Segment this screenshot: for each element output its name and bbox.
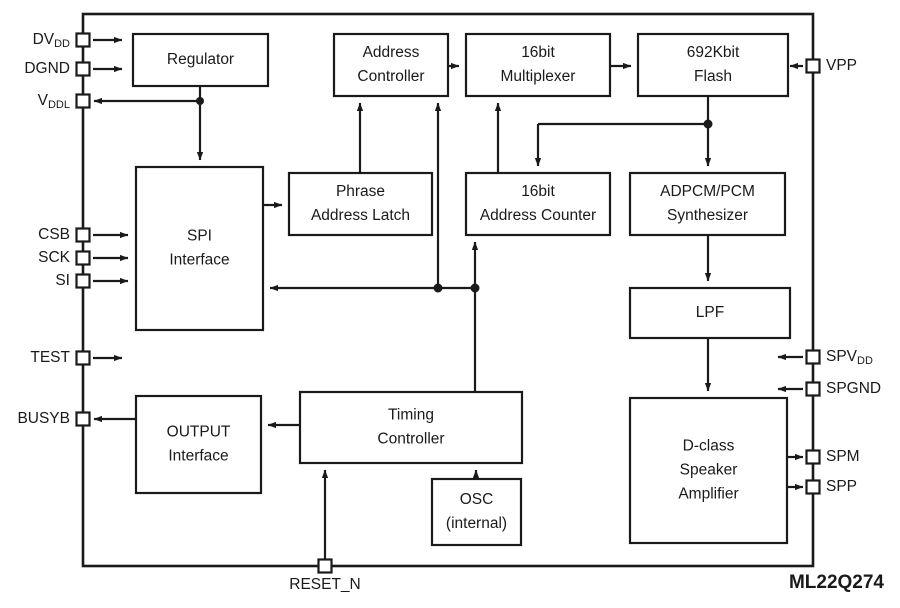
chip-outline [81, 12, 815, 568]
block-label-phrase_latch: Phrase [336, 183, 385, 200]
block-label-regulator: Regulator [167, 51, 234, 68]
pin-vpp[interactable]: VPP [805, 57, 858, 74]
block-lpf[interactable]: LPF [628, 286, 792, 340]
block-rect-regulator [131, 32, 270, 88]
pin-label-reset_n: RESET_N [289, 576, 361, 593]
block-label-adpcm_pcm: ADPCM/PCM [660, 183, 755, 200]
pin-square-reset_n [317, 558, 333, 574]
block-label-flash: 692Kbit [687, 44, 740, 61]
block-label-addr_ctrl: Address [363, 44, 420, 61]
block-label-osc: (internal) [446, 515, 507, 532]
block-label-dclass_amp: D-class [683, 438, 735, 455]
block-label-dclass_amp: Amplifier [678, 486, 738, 503]
block-rect-lpf [628, 286, 792, 340]
block-rect-addr_cnt16 [464, 171, 612, 237]
block-label-timing_ctrl: Controller [377, 431, 444, 448]
block-rect-dclass_amp [628, 396, 789, 545]
block-adpcm_pcm[interactable]: ADPCM/PCM Synthesizer [628, 171, 787, 237]
pin-spm[interactable]: SPM [805, 448, 860, 465]
pin-label-test: TEST [30, 349, 70, 366]
pin-sck[interactable]: SCK [38, 249, 91, 266]
pin-square-spm [805, 449, 821, 465]
pin-label-sck: SCK [38, 249, 71, 266]
pin-spvdd[interactable]: SPVDD [805, 348, 873, 367]
block-osc[interactable]: OSC (internal) [430, 477, 523, 547]
block-rect-timing_ctrl [298, 390, 524, 465]
block-label-phrase_latch: Address Latch [311, 207, 410, 224]
block-label-addr_cnt16: 16bit [521, 183, 555, 200]
pin-label-csb: CSB [38, 226, 70, 243]
block-label-adpcm_pcm: Synthesizer [667, 207, 748, 224]
block-rect-phrase_latch [287, 171, 434, 237]
block-rect-osc [430, 477, 523, 547]
pin-busyb[interactable]: BUSYB [17, 410, 91, 427]
block-rect-spi [134, 165, 265, 332]
pin-square-spvdd [805, 349, 821, 365]
block-rect-mux16 [464, 32, 612, 98]
block-output_if[interactable]: OUTPUT Interface [134, 394, 263, 495]
pin-square-si [75, 273, 91, 289]
block-label-addr_ctrl: Controller [357, 68, 424, 85]
pin-square-vpp [805, 58, 821, 74]
block-label-output_if: Interface [168, 448, 228, 465]
block-label-spi: Interface [169, 252, 229, 269]
pin-label-dvdd: DVDD [33, 31, 70, 50]
pin-square-sck [75, 250, 91, 266]
block-label-mux16: Multiplexer [501, 68, 576, 85]
block-rect-flash [636, 32, 790, 98]
pin-spgnd[interactable]: SPGND [805, 380, 882, 397]
pin-square-busyb [75, 411, 91, 427]
pin-square-vddl [75, 93, 91, 109]
pin-square-spp [805, 479, 821, 495]
block-rect-output_if [134, 394, 263, 495]
pin-label-vpp: VPP [826, 57, 857, 74]
pin-csb[interactable]: CSB [38, 226, 91, 243]
block-rect-addr_ctrl [332, 32, 450, 98]
block-label-mux16: 16bit [521, 44, 555, 61]
pin-label-dgnd: DGND [24, 60, 70, 77]
pin-label-spvdd: SPVDD [826, 348, 873, 367]
pin-label-spm: SPM [826, 448, 860, 465]
block-label-addr_cnt16: Address Counter [480, 207, 596, 224]
pin-vddl[interactable]: VDDL [38, 92, 91, 111]
block-label-dclass_amp: Speaker [680, 462, 738, 479]
pin-square-spgnd [805, 381, 821, 397]
pin-dvdd[interactable]: DVDD [33, 31, 91, 50]
part-number-label: ML22Q274 [789, 572, 884, 593]
pin-square-csb [75, 227, 91, 243]
block-label-timing_ctrl: Timing [388, 407, 434, 424]
pin-label-vddl: VDDL [38, 92, 70, 111]
pin-square-dvdd [75, 32, 91, 48]
pin-square-dgnd [75, 61, 91, 77]
pin-label-spp: SPP [826, 478, 857, 495]
pin-label-busyb: BUSYB [17, 410, 70, 427]
pin-dgnd[interactable]: DGND [24, 60, 91, 77]
block-label-output_if: OUTPUT [167, 424, 231, 441]
block-label-spi: SPI [187, 228, 212, 245]
pin-spp[interactable]: SPP [805, 478, 858, 495]
block-regulator[interactable]: Regulator [131, 32, 270, 88]
pin-si[interactable]: SI [55, 272, 91, 289]
pins-layer: DVDD DGND VDDL CSB SCK SI TEST BUSYB VPP SPVDD SPG… [17, 31, 881, 593]
block-spi[interactable]: SPI Interface [134, 165, 265, 332]
block-label-flash: Flash [694, 68, 732, 85]
pin-test[interactable]: TEST [30, 349, 91, 366]
pin-square-test [75, 350, 91, 366]
block-label-lpf: LPF [696, 304, 724, 321]
pin-label-si: SI [55, 272, 70, 289]
block-label-osc: OSC [460, 491, 494, 508]
pin-reset_n[interactable]: RESET_N [289, 558, 361, 594]
pin-label-spgnd: SPGND [826, 380, 881, 397]
block-rect-adpcm_pcm [628, 171, 787, 237]
